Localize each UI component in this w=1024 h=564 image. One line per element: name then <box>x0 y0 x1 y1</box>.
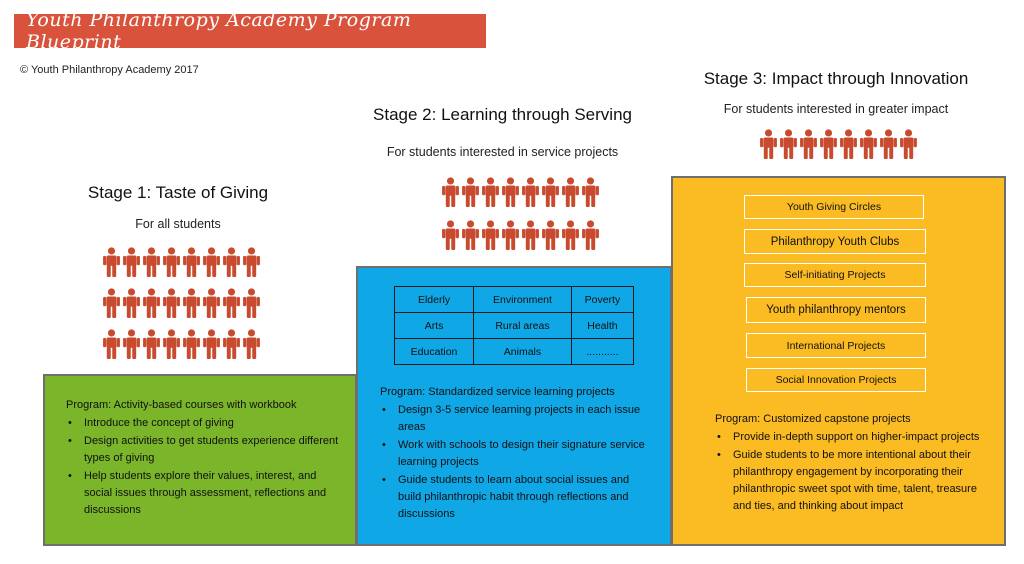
person-icon <box>502 220 519 250</box>
person-icon <box>243 288 260 318</box>
person-icon <box>183 288 200 318</box>
stage3-title: Stage 3: Impact through Innovation <box>703 69 969 88</box>
person-icon <box>820 129 837 159</box>
person-icon <box>522 177 539 207</box>
issue-cell: Health <box>570 312 635 339</box>
stage2-people-row <box>441 220 600 250</box>
title-banner: Youth Philanthropy Academy Program Bluep… <box>14 9 486 53</box>
stage1-bullet: Introduce the concept of giving <box>66 415 340 432</box>
issue-cell: ........... <box>570 338 635 365</box>
table-row: Arts Rural areas Health <box>393 312 635 339</box>
stage2-bullet: Work with schools to design their signat… <box>380 437 655 471</box>
stage3-bullet: Guide students to be more intentional ab… <box>715 447 995 515</box>
person-icon <box>840 129 857 159</box>
person-icon <box>163 288 180 318</box>
person-icon <box>880 129 897 159</box>
person-icon <box>243 247 260 277</box>
stage2-subtitle: For students interested in service proje… <box>386 145 619 159</box>
stage3-bullet: Provide in-depth support on higher-impac… <box>715 429 995 446</box>
person-icon <box>243 329 260 359</box>
person-icon <box>562 177 579 207</box>
copyright-text: © Youth Philanthropy Academy 2017 <box>20 64 199 76</box>
issue-cell: Environment <box>473 286 572 313</box>
person-icon <box>442 177 459 207</box>
stage1-people-row <box>102 288 261 318</box>
person-icon <box>163 329 180 359</box>
person-icon <box>223 288 240 318</box>
person-icon <box>860 129 877 159</box>
person-icon <box>582 177 599 207</box>
person-icon <box>800 129 817 159</box>
stage2-bullet: Design 3-5 service learning projects in … <box>380 402 655 436</box>
person-icon <box>780 129 797 159</box>
person-icon <box>103 288 120 318</box>
person-icon <box>163 247 180 277</box>
person-icon <box>223 329 240 359</box>
stage1-people-row <box>102 247 261 277</box>
person-icon <box>582 220 599 250</box>
issue-cell: Rural areas <box>473 312 572 339</box>
person-icon <box>123 247 140 277</box>
person-icon <box>143 288 160 318</box>
person-icon <box>522 220 539 250</box>
person-icon <box>123 288 140 318</box>
person-icon <box>123 329 140 359</box>
person-icon <box>103 247 120 277</box>
stage1-program-heading: Program: Activity-based courses with wor… <box>66 399 297 411</box>
person-icon <box>103 329 120 359</box>
person-icon <box>442 220 459 250</box>
person-icon <box>183 329 200 359</box>
person-icon <box>203 288 220 318</box>
person-icon <box>760 129 777 159</box>
stage3-item: Self-initiating Projects <box>744 263 926 287</box>
issue-cell: Elderly <box>393 286 475 313</box>
stage3-item: Youth philanthropy mentors <box>746 297 926 323</box>
person-icon <box>900 129 917 159</box>
stage2-bullet: Guide students to learn about social iss… <box>380 472 655 523</box>
stage1-program: Program: Activity-based courses with wor… <box>66 397 340 520</box>
issue-areas-table: Elderly Environment Poverty Arts Rural a… <box>393 286 635 365</box>
stage2-program-heading: Program: Standardized service learning p… <box>380 386 615 398</box>
stage1-bullet: Help students explore their values, inte… <box>66 468 340 519</box>
person-icon <box>183 247 200 277</box>
person-icon <box>542 177 559 207</box>
issue-cell: Poverty <box>570 286 635 313</box>
stage3-people-row <box>759 129 918 159</box>
person-icon <box>203 329 220 359</box>
person-icon <box>542 220 559 250</box>
stage3-item: International Projects <box>746 333 926 358</box>
issue-cell: Animals <box>473 338 572 365</box>
person-icon <box>143 329 160 359</box>
person-icon <box>502 177 519 207</box>
issue-cell: Education <box>393 338 475 365</box>
stage3-program-heading: Program: Customized capstone projects <box>715 413 911 425</box>
person-icon <box>562 220 579 250</box>
issue-cell: Arts <box>393 312 475 339</box>
stage3-item: Social Innovation Projects <box>746 368 926 392</box>
table-row: Elderly Environment Poverty <box>393 286 635 313</box>
stage2-people-row <box>441 177 600 207</box>
person-icon <box>223 247 240 277</box>
stage1-subtitle: For all students <box>135 217 221 231</box>
person-icon <box>482 220 499 250</box>
stage2-title: Stage 2: Learning through Serving <box>373 105 632 124</box>
person-icon <box>482 177 499 207</box>
stage3-item: Youth Giving Circles <box>744 195 924 219</box>
stage2-program: Program: Standardized service learning p… <box>380 384 655 524</box>
person-icon <box>143 247 160 277</box>
person-icon <box>203 247 220 277</box>
stage1-people-row <box>102 329 261 359</box>
stage3-program: Program: Customized capstone projects Pr… <box>715 411 995 516</box>
stage3-subtitle: For students interested in greater impac… <box>723 102 949 116</box>
stage1-title: Stage 1: Taste of Giving <box>87 183 269 202</box>
stage3-item: Philanthropy Youth Clubs <box>744 229 926 254</box>
person-icon <box>462 177 479 207</box>
table-row: Education Animals ........... <box>393 338 635 365</box>
person-icon <box>462 220 479 250</box>
stage1-bullet: Design activities to get students experi… <box>66 433 340 467</box>
